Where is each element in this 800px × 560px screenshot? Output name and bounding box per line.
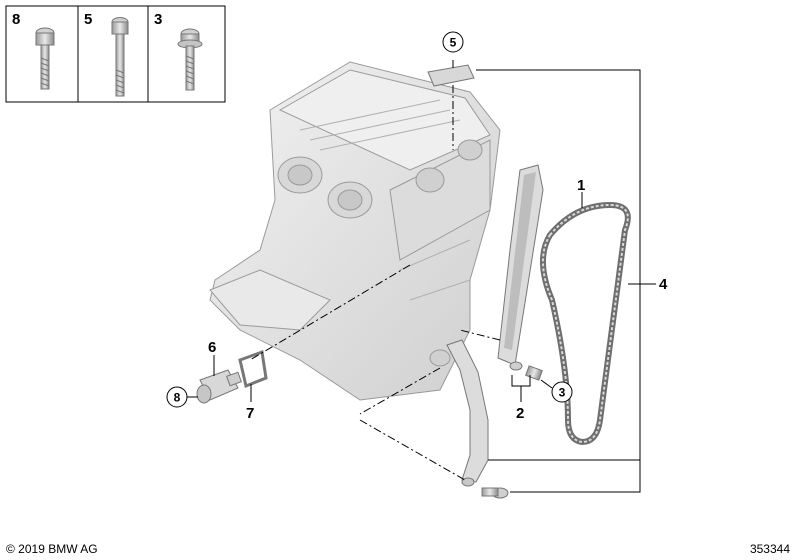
short-bolt-icon bbox=[35, 27, 55, 90]
callout-6: 6 bbox=[208, 339, 216, 356]
copyright-notice: © 2019 BMW AG bbox=[6, 542, 98, 556]
gasket-part bbox=[238, 349, 268, 389]
svg-text:8: 8 bbox=[174, 391, 181, 405]
circled-callout-5: 5 bbox=[442, 31, 464, 53]
callout-1: 1 bbox=[577, 177, 585, 194]
long-bolt-icon bbox=[111, 17, 129, 97]
label-leaders bbox=[186, 192, 583, 402]
legend-label-3: 3 bbox=[154, 11, 162, 28]
legend-label-5: 5 bbox=[84, 11, 92, 28]
collar-bolt-icon bbox=[177, 28, 203, 91]
kit-bracket bbox=[452, 60, 656, 493]
engine-block bbox=[209, 61, 501, 401]
timing-chain bbox=[539, 201, 631, 446]
svg-text:3: 3 bbox=[559, 386, 566, 400]
tensioning-rail bbox=[497, 164, 544, 366]
circled-callout-8: 8 bbox=[166, 386, 188, 408]
svg-text:5: 5 bbox=[450, 36, 457, 50]
diagram-number: 353344 bbox=[749, 542, 790, 556]
callout-4: 4 bbox=[659, 276, 668, 293]
pivot-bolt bbox=[481, 487, 509, 499]
assembly-leaders bbox=[249, 85, 501, 481]
legend-label-8: 8 bbox=[12, 11, 20, 28]
callout-7: 7 bbox=[246, 405, 254, 422]
callout-2: 2 bbox=[516, 405, 524, 422]
slide-rail bbox=[446, 339, 489, 487]
chain-tensioner-part bbox=[196, 369, 242, 404]
fastener-legend: 8 5 3 bbox=[5, 5, 226, 103]
circled-callout-3: 3 bbox=[551, 381, 573, 403]
guide-plate bbox=[427, 64, 475, 87]
guide-bolts bbox=[509, 361, 543, 381]
